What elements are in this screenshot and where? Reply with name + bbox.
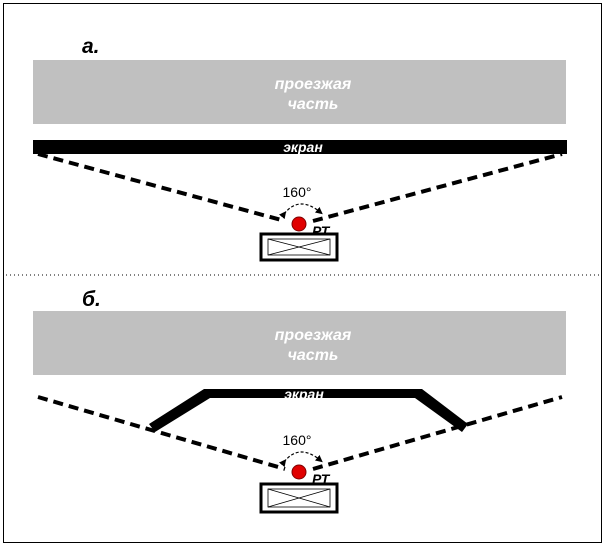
panel-b-sensor-dot — [291, 464, 307, 480]
panel-b-view-line-right — [312, 395, 563, 471]
panel-a-sensor-dot — [291, 216, 307, 232]
panel-b-screen-label: экран — [284, 386, 324, 402]
panel-a-view-line-left — [37, 152, 286, 223]
panel-a-housing-inner — [267, 238, 331, 256]
panel-a-screen — [33, 140, 567, 154]
panel-b: б. проезжая часть экран 160° РТ — [33, 288, 566, 514]
panel-a-roadway-line1: проезжая — [275, 76, 352, 93]
panel-b-view-line-left — [37, 395, 286, 471]
panel-b-screen — [149, 389, 468, 432]
panel-a-roadway-line2: часть — [288, 96, 339, 113]
panel-a: а. проезжая часть экран 160° РТ — [33, 35, 567, 262]
panel-a-label: а. — [82, 35, 100, 58]
panel-b-angle-arc — [278, 451, 323, 468]
panel-a-screen-label: экран — [283, 139, 323, 155]
panel-a-angle-label: 160° — [283, 184, 312, 200]
panel-b-housing-cross2 — [267, 488, 331, 508]
panel-a-housing-cross2 — [267, 238, 331, 256]
panel-a-view-line-right — [312, 152, 563, 223]
panel-b-label: б. — [82, 288, 101, 311]
panel-b-housing-inner — [267, 488, 331, 508]
panel-b-roadway — [33, 311, 566, 375]
panel-b-roadway-line1: проезжая — [275, 327, 352, 344]
panel-b-angle-label: 160° — [283, 432, 312, 448]
diagram-frame — [3, 3, 602, 543]
panel-a-angle-arc — [278, 203, 323, 220]
panel-b-roadway-line2: часть — [288, 347, 339, 364]
panel-a-roadway — [33, 60, 566, 124]
